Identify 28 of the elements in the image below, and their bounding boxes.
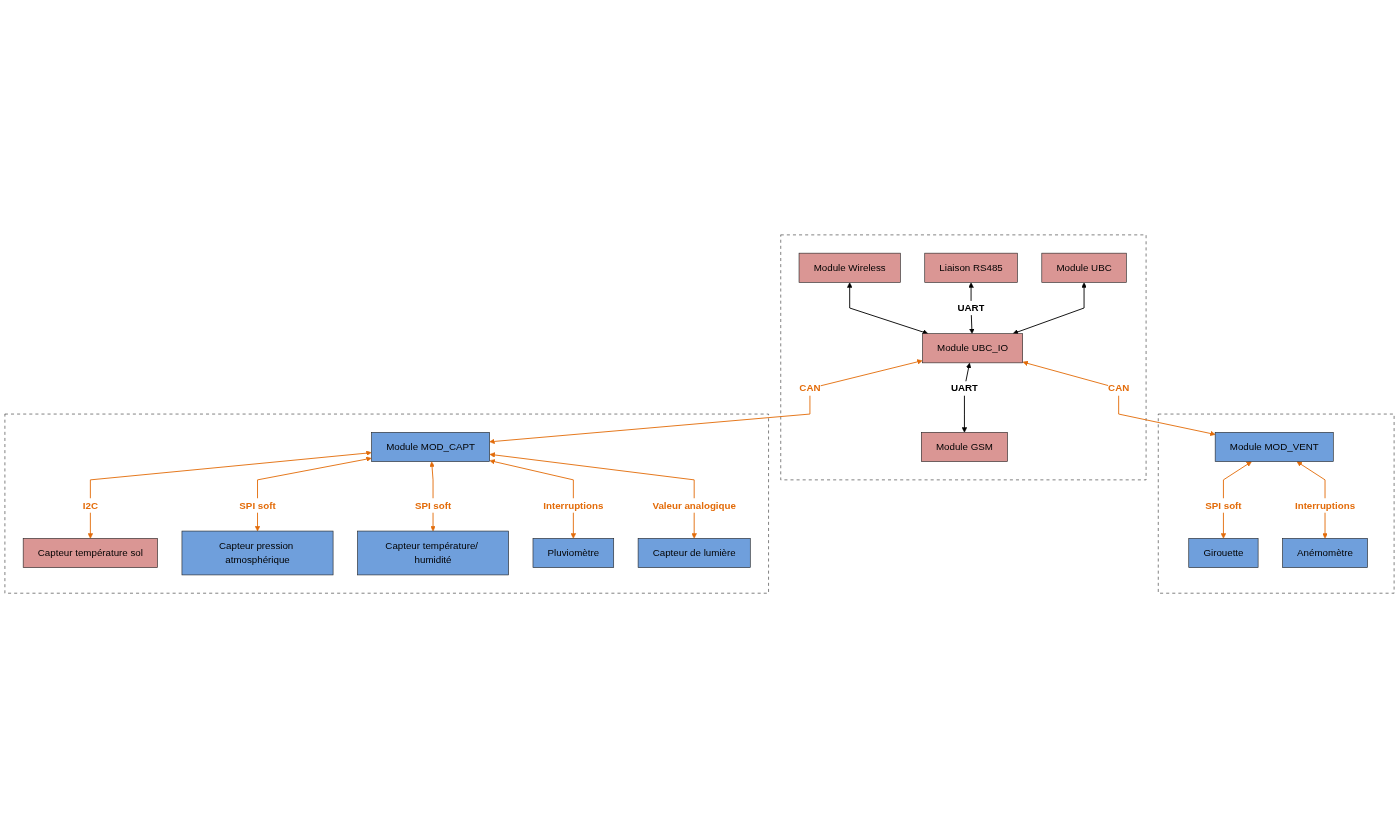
- node-box: Capteur température/ humidité: [357, 530, 509, 576]
- edge-label: Interruptions: [543, 499, 604, 511]
- node-box: Capteur de lumière: [637, 538, 751, 568]
- cluster: [4, 413, 769, 594]
- node-box: Module MOD_VENT: [1214, 431, 1334, 462]
- node-box: Capteur pression atmosphérique: [181, 530, 334, 576]
- cluster: [1157, 413, 1395, 594]
- edge-label: CAN: [1108, 382, 1130, 394]
- node-box: Module UBC_IO: [922, 333, 1023, 364]
- edge-label: SPI soft: [239, 499, 276, 511]
- edge-label: UART: [957, 302, 985, 313]
- edge-label: SPI soft: [1205, 499, 1242, 511]
- edge-label: CAN: [799, 382, 821, 394]
- node-box: Module Wireless: [798, 252, 901, 283]
- node-box: Anémomètre: [1282, 538, 1368, 568]
- edge-label: Interruptions: [1294, 499, 1356, 511]
- edge-label: UART: [950, 382, 978, 394]
- node-box: Module MOD_CAPT: [371, 431, 490, 462]
- edge-label: I2C: [82, 499, 98, 511]
- edge-label: SPI soft: [414, 499, 452, 511]
- node-box: Pluviomètre: [532, 538, 615, 568]
- node-box: Module GSM: [921, 431, 1008, 462]
- node-box: Module UBC: [1041, 252, 1127, 283]
- node-box: Liaison RS485: [924, 252, 1018, 283]
- cluster: [780, 234, 1147, 481]
- node-box: Capteur température sol: [22, 538, 158, 568]
- node-box: Girouette: [1188, 538, 1259, 568]
- edge-label: Valeur analogique: [652, 499, 736, 511]
